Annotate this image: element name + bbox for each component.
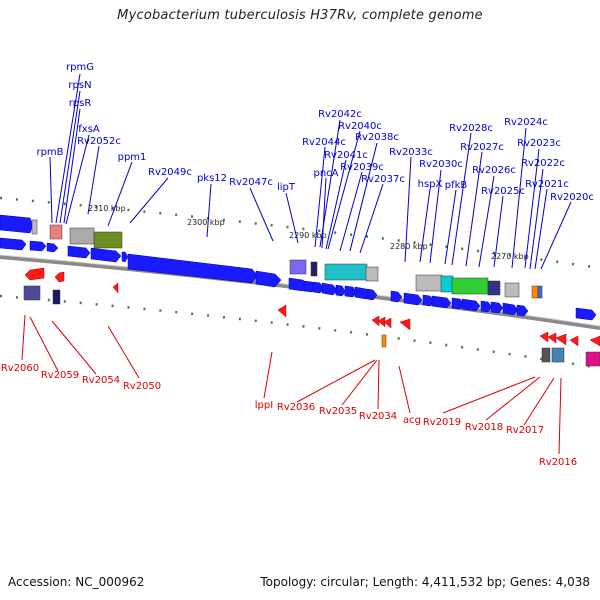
tick-2300: 2300 kbp	[187, 218, 225, 227]
label-pncA: pncA	[313, 168, 338, 179]
scale-ticks: 2310 kbp 2300 kbp 2290 kbp 2280 kbp 2270…	[88, 204, 529, 261]
feature-boxes	[31, 219, 543, 299]
label-hspX: hspX	[418, 179, 443, 190]
label-Rv2017: Rv2017	[506, 425, 544, 436]
label-Rv2021c: Rv2021c	[525, 179, 569, 190]
label-Rv2024c: Rv2024c	[504, 117, 548, 128]
topology-text: Topology: circular; Length: 4,411,532 bp…	[260, 575, 590, 589]
map-title: Mycobacterium tuberculosis H37Rv, comple…	[117, 8, 483, 23]
label-rpmB: rpmB	[36, 147, 63, 158]
label-Rv2022c: Rv2022c	[521, 158, 565, 169]
label-Rv2039c: Rv2039c	[340, 162, 384, 173]
label-ppm1: ppm1	[118, 152, 147, 163]
label-Rv2040c: Rv2040c	[338, 121, 382, 132]
label-Rv2047c: Rv2047c	[229, 177, 273, 188]
tick-2290: 2290 kbp	[289, 231, 327, 240]
label-rpmG: rpmG	[66, 62, 94, 73]
reverse-leaders	[21, 314, 562, 455]
reverse-labels: Rv2060 Rv2059 Rv2054 Rv2050 lppI Rv2036 …	[1, 363, 577, 468]
label-Rv2034: Rv2034	[359, 411, 397, 422]
reverse-genes	[24, 267, 600, 347]
label-Rv2025c: Rv2025c	[481, 186, 525, 197]
label-Rv2041c: Rv2041c	[324, 150, 368, 161]
label-Rv2026c: Rv2026c	[472, 165, 516, 176]
label-Rv2060: Rv2060	[1, 363, 39, 374]
label-lipT: lipT	[277, 182, 296, 193]
reverse-boxes	[23, 285, 600, 367]
label-Rv2016: Rv2016	[539, 457, 577, 468]
label-lppI: lppI	[255, 400, 273, 411]
label-pfkB: pfkB	[445, 180, 468, 191]
label-acg: acg	[403, 415, 421, 426]
label-Rv2035: Rv2035	[319, 406, 357, 417]
tick-2270: 2270 kbp	[491, 252, 529, 261]
label-Rv2050: Rv2050	[123, 381, 161, 392]
tick-2310: 2310 kbp	[88, 204, 126, 213]
label-Rv2019: Rv2019	[423, 417, 461, 428]
label-Rv2036: Rv2036	[277, 402, 315, 413]
label-Rv2018: Rv2018	[465, 422, 503, 433]
label-rpsR: rpsR	[69, 98, 92, 109]
tick-2280: 2280 kbp	[390, 242, 428, 251]
label-pks12: pks12	[197, 173, 227, 184]
label-Rv2027c: Rv2027c	[460, 142, 504, 153]
label-Rv2037c: Rv2037c	[361, 174, 405, 185]
label-Rv2054: Rv2054	[82, 375, 120, 386]
label-Rv2059: Rv2059	[41, 370, 79, 381]
forward-leaders	[49, 73, 572, 270]
label-Rv2033c: Rv2033c	[389, 147, 433, 158]
label-fxsA: fxsA	[78, 124, 100, 135]
label-Rv2030c: Rv2030c	[419, 159, 463, 170]
label-Rv2049c: Rv2049c	[148, 167, 192, 178]
forward-genes	[0, 214, 597, 321]
label-Rv2042c: Rv2042c	[318, 109, 362, 120]
label-Rv2044c: Rv2044c	[302, 137, 346, 148]
label-Rv2023c: Rv2023c	[517, 138, 561, 149]
label-Rv2020c: Rv2020c	[550, 192, 594, 203]
label-Rv2038c: Rv2038c	[355, 132, 399, 143]
label-rpsN: rpsN	[68, 80, 91, 91]
label-Rv2028c: Rv2028c	[449, 123, 493, 134]
accession-text: Accession: NC_000962	[8, 575, 145, 589]
forward-labels: rpmG rpsN rpsR fxsA rpmB Rv2052c ppm1 Rv…	[36, 62, 593, 203]
label-Rv2052c: Rv2052c	[77, 136, 121, 147]
